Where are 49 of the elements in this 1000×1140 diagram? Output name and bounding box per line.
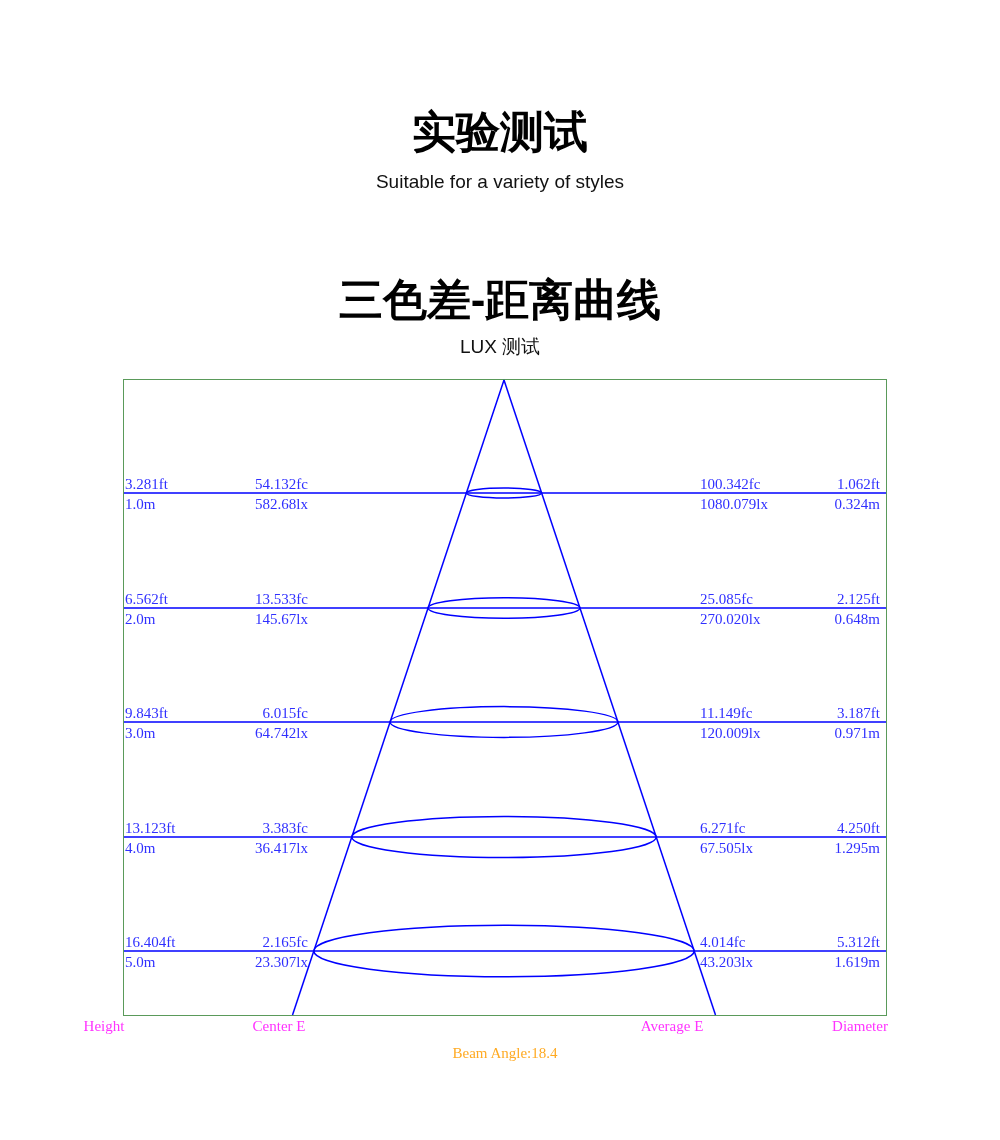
height-value: 2.0m [125,612,156,627]
height-value: 3.281ft [125,477,168,492]
illuminance-value: 6.015fc [262,706,308,721]
illuminance-value: 11.149fc [700,706,753,721]
height-value: 5.0m [125,955,156,970]
illuminance-value: 64.742lx [255,726,308,741]
diameter-value: 1.619m [834,955,880,970]
diameter-value: 5.312ft [837,935,880,950]
diameter-value: 0.971m [834,726,880,741]
illuminance-value: 67.505lx [700,841,753,856]
chart-title: 三色差-距离曲线 [338,278,662,322]
illuminance-value: 100.342fc [700,477,761,492]
chart-subtitle: LUX 测试 [459,337,541,356]
axis-label: Center E [252,1019,306,1034]
diameter-value: 1.295m [834,841,880,856]
illuminance-value: 3.383fc [262,821,308,836]
axis-label: Diameter [832,1019,888,1034]
axis-label: Height [83,1019,125,1034]
height-value: 16.404ft [125,935,176,950]
illuminance-value: 23.307lx [255,955,308,970]
illuminance-value: 582.68lx [255,497,308,512]
illuminance-value: 13.533fc [255,592,308,607]
illuminance-value: 54.132fc [255,477,308,492]
diameter-value: 3.187ft [837,706,880,721]
height-value: 4.0m [125,841,156,856]
illuminance-value: 145.67lx [255,612,308,627]
illuminance-value: 6.271fc [700,821,746,836]
height-value: 13.123ft [125,821,176,836]
illuminance-value: 43.203lx [700,955,753,970]
illuminance-value: 36.417lx [255,841,308,856]
height-value: 1.0m [125,497,156,512]
illuminance-value: 4.014fc [700,935,746,950]
illuminance-value: 270.020lx [700,612,761,627]
diameter-value: 0.648m [834,612,880,627]
illuminance-value: 1080.079lx [700,497,768,512]
illuminance-value: 120.009lx [700,726,761,741]
diameter-value: 1.062ft [837,477,880,492]
axis-label: Average E [640,1019,704,1034]
diameter-value: 0.324m [834,497,880,512]
height-value: 6.562ft [125,592,168,607]
diameter-value: 2.125ft [837,592,880,607]
height-value: 9.843ft [125,706,168,721]
subtitle: Suitable for a variety of styles [375,172,625,191]
illuminance-value: 25.085fc [700,592,753,607]
diameter-value: 4.250ft [837,821,880,836]
page-title: 实验测试 [412,110,588,154]
beam-angle-label: Beam Angle:18.4 [452,1046,558,1061]
height-value: 3.0m [125,726,156,741]
illuminance-value: 2.165fc [262,935,308,950]
